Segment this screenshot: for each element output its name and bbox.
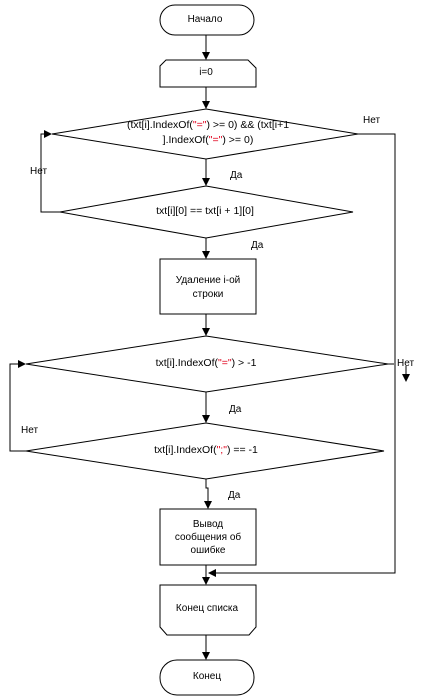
no-label-cond3: Нет: [397, 358, 415, 369]
branch-cond1-no: [208, 133, 396, 577]
error-output-text-2: сообщения об: [174, 532, 242, 543]
no-label-cond4: Нет: [21, 425, 39, 436]
error-output-label: Вывод сообщения об ошибке: [175, 518, 241, 557]
yes-label-cond4: Да: [228, 490, 241, 501]
init-label: i=0: [199, 67, 213, 78]
no-label-cond2: Нет: [30, 166, 48, 177]
loop-end-label: Конец списка: [175, 603, 239, 614]
start-label: Начало: [187, 14, 223, 25]
condition-3-label: txt[i].IndexOf("=") > -1: [155, 357, 257, 369]
end-terminator: [159, 659, 255, 696]
yes-label-cond2: Да: [251, 240, 264, 251]
loop-cond4-no: [9, 360, 26, 452]
condition-1-label: (txt[i].IndexOf("=") >= 0) && (txt[i+1 ]…: [127, 118, 289, 148]
remove-line-block: [159, 258, 257, 315]
condition-2-label: txt[i][0] == txt[i + 1][0]: [156, 205, 254, 217]
remove-line-text-2: строки: [192, 289, 224, 300]
error-output-text-1: Вывод: [192, 519, 224, 530]
condition-1-line-1: (txt[i].IndexOf("=") >= 0) && (txt[i+1: [126, 119, 290, 131]
no-label-cond1: Нет: [363, 115, 381, 126]
loop-end-block: [159, 584, 257, 636]
init-block: [159, 59, 257, 88]
remove-line-text-1: Удаление i-ой: [175, 275, 241, 286]
condition-1-line-2: ].IndexOf("=") >= 0): [162, 134, 254, 146]
condition-4-label: txt[i].IndexOf(";") == -1: [154, 444, 258, 456]
start-terminator: [159, 4, 255, 36]
yes-label-cond1: Да: [230, 170, 243, 181]
error-output-block: [159, 508, 257, 566]
end-label: Конец: [192, 671, 222, 682]
yes-label-cond3: Да: [229, 404, 242, 415]
loop-cond2-no: [40, 130, 60, 213]
remove-line-label: Удаление i-ой строки: [176, 274, 241, 302]
error-output-text-3: ошибке: [190, 545, 226, 556]
connector-cond4-error: [204, 479, 212, 509]
